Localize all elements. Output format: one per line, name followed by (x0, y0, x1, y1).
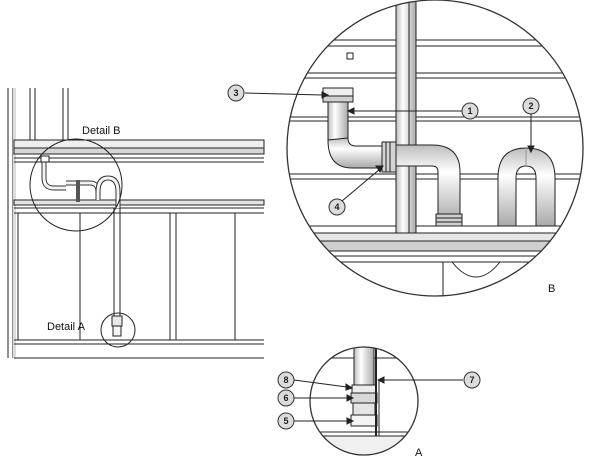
callout-2: 2 (522, 97, 540, 115)
svg-text:4: 4 (334, 202, 339, 212)
svg-text:3: 3 (233, 88, 238, 98)
callout-6: 6 (277, 389, 295, 407)
detail-a-view (309, 346, 419, 456)
svg-text:5: 5 (283, 416, 288, 426)
view-b-label: B (548, 283, 555, 295)
callout-leaders-b (244, 91, 535, 202)
detail-a-label: Detail A (47, 321, 86, 333)
overview-drawing (7, 88, 265, 359)
callout-1: 1 (461, 102, 479, 120)
callout-7: 7 (463, 371, 481, 389)
detail-b-view (286, 0, 584, 297)
svg-text:2: 2 (528, 101, 533, 111)
callout-4: 4 (328, 198, 346, 216)
view-a-label: A (415, 447, 423, 459)
callout-3: 3 (227, 84, 245, 102)
detail-b-label: Detail B (82, 125, 121, 137)
svg-text:7: 7 (469, 375, 474, 385)
callout-leaders-a (293, 376, 463, 425)
svg-text:1: 1 (467, 106, 472, 116)
callout-8: 8 (277, 371, 295, 389)
callout-5: 5 (277, 412, 295, 430)
svg-text:6: 6 (283, 393, 288, 403)
svg-text:8: 8 (283, 375, 288, 385)
